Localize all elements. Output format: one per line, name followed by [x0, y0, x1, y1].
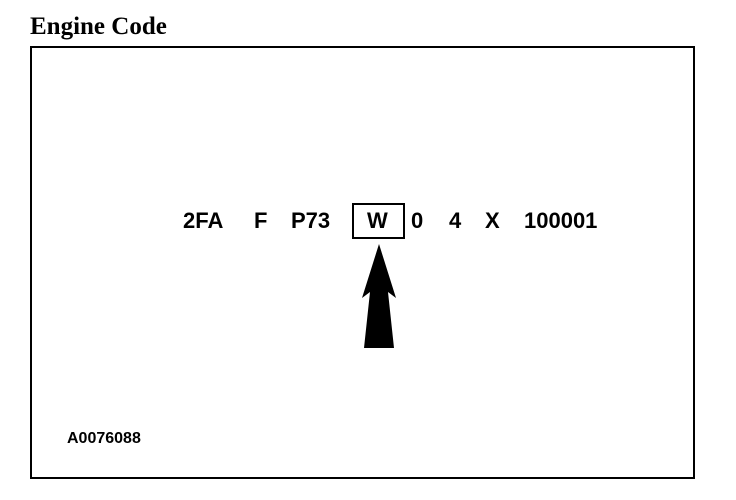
pointer-arrow-icon: [362, 244, 396, 348]
vin-segment-wmi: 2FA: [183, 208, 224, 233]
vin-segment-check-digit: 0: [411, 208, 424, 233]
figure-reference-id: A0076088: [67, 430, 141, 447]
diagram-frame: [30, 46, 695, 479]
vin-segment-plant: X: [485, 208, 500, 233]
vin-segment-model: P73: [291, 208, 331, 233]
vin-segment-model-year: 4: [449, 208, 462, 233]
vin-segment-engine-code: W: [367, 208, 388, 233]
vin-segment-restraint: F: [254, 208, 268, 233]
engine-code-highlight-box: [352, 203, 405, 239]
diagram-title: Engine Code: [30, 13, 167, 40]
vin-segment-serial: 100001: [524, 208, 598, 233]
